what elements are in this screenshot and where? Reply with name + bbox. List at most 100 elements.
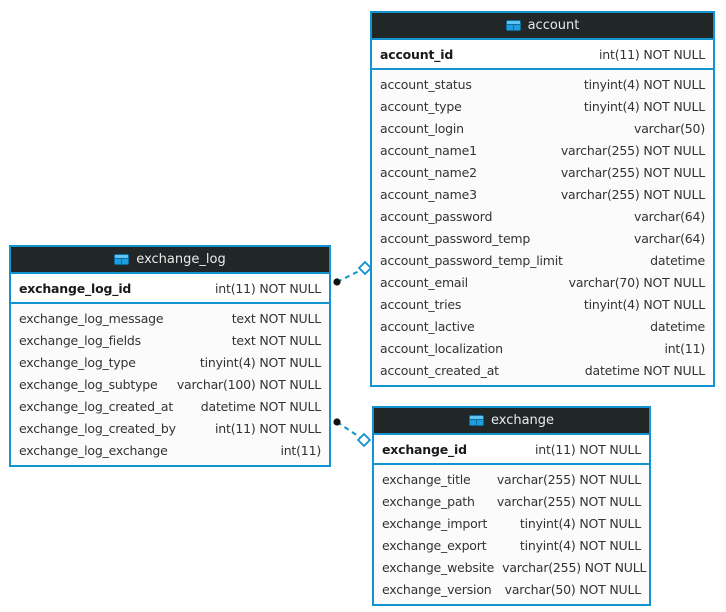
column-name: exchange_version: [382, 581, 492, 597]
table-title: exchange: [490, 413, 555, 428]
column-type: tinyint(4) NOT NULL: [519, 515, 641, 531]
column-type: int(11) NOT NULL: [215, 420, 321, 436]
table-icon: [114, 254, 130, 265]
table-exchange[interactable]: exchange exchange_id int(11) NOT NULL ex…: [372, 406, 651, 606]
table-header[interactable]: exchange: [374, 408, 649, 435]
column-type: tinyint(4) NOT NULL: [583, 76, 705, 92]
column-row[interactable]: exchange_log_created_by int(11) NOT NULL: [19, 417, 321, 439]
column-row[interactable]: account_status tinyint(4) NOT NULL: [380, 73, 705, 95]
column-row[interactable]: account_created_at datetime NOT NULL: [380, 359, 705, 381]
column-type: datetime: [650, 252, 705, 268]
column-name: exchange_log_created_by: [19, 420, 176, 436]
column-name: exchange_export: [382, 537, 487, 553]
relationship-exchange_log-account[interactable]: [333, 260, 373, 286]
column-name: exchange_id: [382, 441, 467, 457]
column-row[interactable]: exchange_log_message text NOT NULL: [19, 307, 321, 329]
column-row[interactable]: account_lactive datetime: [380, 315, 705, 337]
column-row[interactable]: exchange_log_subtype varchar(100) NOT NU…: [19, 373, 321, 395]
column-name: account_password: [380, 208, 493, 224]
table-icon: [468, 415, 484, 426]
column-row[interactable]: account_name1 varchar(255) NOT NULL: [380, 139, 705, 161]
column-name: account_id: [380, 46, 454, 62]
column-row[interactable]: account_tries tinyint(4) NOT NULL: [380, 293, 705, 315]
column-name: account_tries: [380, 296, 462, 312]
column-row[interactable]: exchange_website varchar(255) NOT NULL: [382, 556, 646, 578]
primary-key-row[interactable]: exchange_log_id int(11) NOT NULL: [19, 276, 321, 300]
column-type: varchar(100) NOT NULL: [176, 376, 321, 392]
connector-diamond-endpoint: [356, 432, 372, 448]
table-icon: [505, 20, 521, 31]
column-row[interactable]: exchange_path varchar(255) NOT NULL: [382, 490, 641, 512]
column-row[interactable]: exchange_log_type tinyint(4) NOT NULL: [19, 351, 321, 373]
column-row[interactable]: exchange_log_created_at datetime NOT NUL…: [19, 395, 321, 417]
column-name: account_type: [380, 98, 462, 114]
column-name: exchange_log_id: [19, 280, 132, 296]
column-name: account_localization: [380, 340, 503, 356]
primary-key-row[interactable]: account_id int(11) NOT NULL: [380, 42, 705, 66]
relationship-line[interactable]: [336, 267, 366, 283]
column-row[interactable]: exchange_log_fields text NOT NULL: [19, 329, 321, 351]
column-row[interactable]: account_name3 varchar(255) NOT NULL: [380, 183, 705, 205]
relationship-line[interactable]: [336, 421, 365, 441]
column-type: varchar(255) NOT NULL: [496, 493, 641, 509]
column-type: int(11): [280, 442, 321, 458]
column-row[interactable]: exchange_import tinyint(4) NOT NULL: [382, 512, 641, 534]
table-title: account: [527, 18, 580, 33]
column-name: account_login: [380, 120, 464, 136]
column-row[interactable]: account_password_temp_limit datetime: [380, 249, 705, 271]
primary-key-section: account_id int(11) NOT NULL: [372, 40, 713, 70]
column-name: exchange_website: [382, 559, 495, 575]
column-type: varchar(255) NOT NULL: [560, 186, 705, 202]
columns-section: exchange_title varchar(255) NOT NULL exc…: [374, 465, 649, 604]
column-row[interactable]: account_localization int(11): [380, 337, 705, 359]
column-row[interactable]: account_login varchar(50): [380, 117, 705, 139]
column-type: tinyint(4) NOT NULL: [199, 354, 321, 370]
primary-key-section: exchange_log_id int(11) NOT NULL: [11, 274, 329, 304]
column-name: exchange_path: [382, 493, 475, 509]
column-name: account_lactive: [380, 318, 475, 334]
column-type: int(11) NOT NULL: [535, 441, 641, 457]
column-row[interactable]: account_email varchar(70) NOT NULL: [380, 271, 705, 293]
column-row[interactable]: exchange_title varchar(255) NOT NULL: [382, 468, 641, 490]
column-row[interactable]: exchange_version varchar(50) NOT NULL: [382, 578, 641, 600]
column-name: account_name2: [380, 164, 477, 180]
column-type: tinyint(4) NOT NULL: [583, 296, 705, 312]
column-type: tinyint(4) NOT NULL: [519, 537, 641, 553]
column-name: account_name1: [380, 142, 477, 158]
column-type: varchar(255) NOT NULL: [560, 164, 705, 180]
column-type: varchar(255) NOT NULL: [496, 471, 641, 487]
column-row[interactable]: account_type tinyint(4) NOT NULL: [380, 95, 705, 117]
column-row[interactable]: exchange_log_exchange int(11): [19, 439, 321, 461]
column-type: varchar(255) NOT NULL: [560, 142, 705, 158]
table-header[interactable]: exchange_log: [11, 247, 329, 274]
column-row[interactable]: account_password varchar(64): [380, 205, 705, 227]
column-type: varchar(64): [634, 208, 705, 224]
column-name: exchange_log_type: [19, 354, 136, 370]
column-type: varchar(70) NOT NULL: [568, 274, 706, 290]
column-type: varchar(50): [634, 120, 705, 136]
column-row[interactable]: account_password_temp varchar(64): [380, 227, 705, 249]
column-type: int(11): [664, 340, 705, 356]
primary-key-section: exchange_id int(11) NOT NULL: [374, 435, 649, 465]
column-type: datetime NOT NULL: [584, 362, 705, 378]
column-name: exchange_log_created_at: [19, 398, 174, 414]
column-row[interactable]: account_name2 varchar(255) NOT NULL: [380, 161, 705, 183]
table-exchange_log[interactable]: exchange_log exchange_log_id int(11) NOT…: [9, 245, 331, 467]
column-name: account_name3: [380, 186, 477, 202]
column-name: account_email: [380, 274, 468, 290]
column-name: exchange_log_subtype: [19, 376, 158, 392]
columns-section: account_status tinyint(4) NOT NULL accou…: [372, 70, 713, 385]
column-type: varchar(50) NOT NULL: [504, 581, 642, 597]
connector-endpoint-dot: [333, 278, 341, 286]
column-name: account_password_temp_limit: [380, 252, 563, 268]
table-account[interactable]: account account_id int(11) NOT NULL acco…: [370, 11, 715, 387]
relationship-exchange_log-exchange[interactable]: [333, 418, 372, 448]
column-type: int(11) NOT NULL: [215, 280, 321, 296]
table-header[interactable]: account: [372, 13, 713, 40]
column-type: datetime: [650, 318, 705, 334]
column-name: exchange_title: [382, 471, 471, 487]
primary-key-row[interactable]: exchange_id int(11) NOT NULL: [382, 437, 641, 461]
column-row[interactable]: exchange_export tinyint(4) NOT NULL: [382, 534, 641, 556]
column-type: varchar(64): [634, 230, 705, 246]
